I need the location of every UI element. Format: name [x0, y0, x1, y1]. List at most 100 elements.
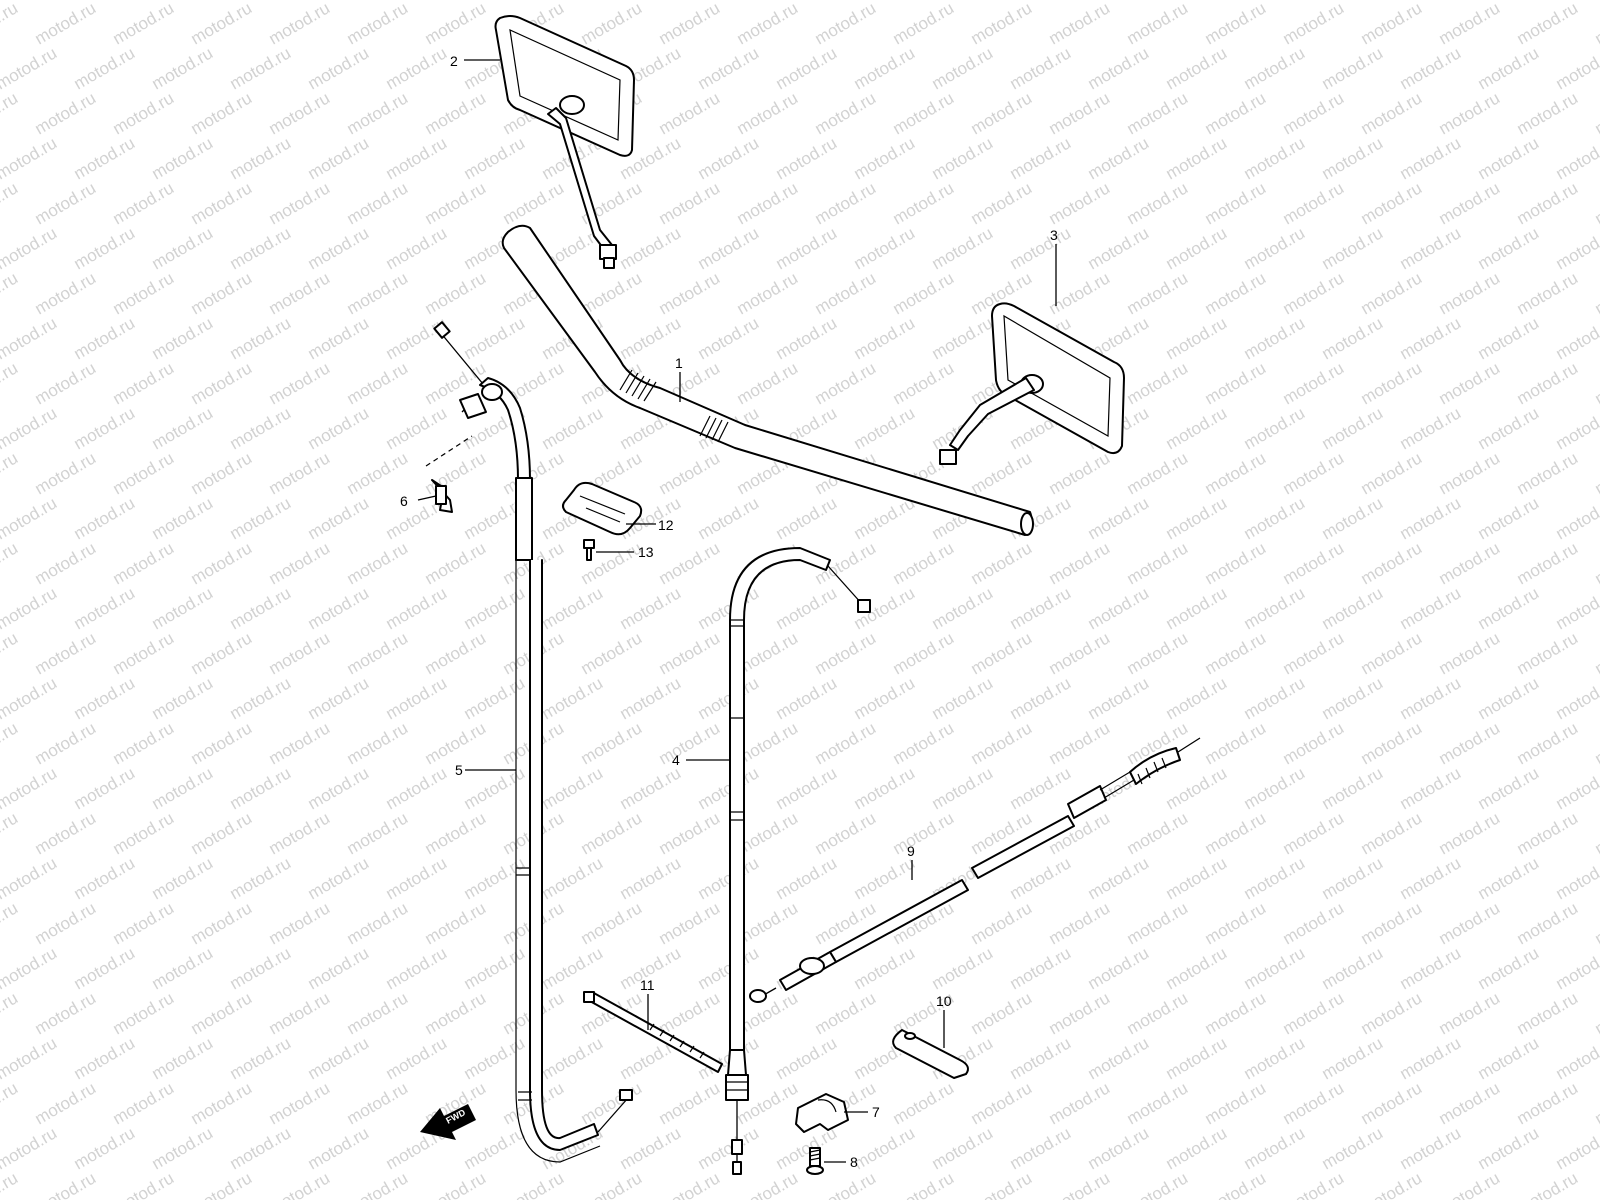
- watermark-text: motod.ru: [1280, 808, 1348, 858]
- watermark-text: motod.ru: [1358, 988, 1426, 1038]
- watermark-text: motod.ru: [1514, 808, 1582, 858]
- watermark-text: motod.ru: [1163, 1033, 1231, 1083]
- watermark-text: motod.ru: [1358, 448, 1426, 498]
- watermark-text: motod.ru: [1592, 538, 1600, 588]
- watermark-text: motod.ru: [1124, 178, 1192, 228]
- callout-4: 4: [672, 752, 680, 768]
- mirror-left: [494, 15, 635, 269]
- watermark-text: motod.ru: [695, 943, 763, 993]
- watermark-text: motod.ru: [695, 223, 763, 273]
- watermark-text: motod.ru: [1592, 448, 1600, 498]
- watermark-text: motod.ru: [0, 1078, 21, 1128]
- watermark-text: motod.ru: [1241, 223, 1309, 273]
- watermark-text: motod.ru: [617, 673, 685, 723]
- watermark-text: motod.ru: [227, 583, 295, 633]
- watermark-text: motod.ru: [617, 313, 685, 363]
- watermark-text: motod.ru: [539, 763, 607, 813]
- watermark-text: motod.ru: [344, 538, 412, 588]
- watermark-text: motod.ru: [1046, 988, 1114, 1038]
- watermark-text: motod.ru: [344, 358, 412, 408]
- watermark-text: motod.ru: [578, 0, 646, 48]
- callout-8: 8: [850, 1154, 858, 1170]
- watermark-text: motod.ru: [188, 718, 256, 768]
- watermark-text: motod.ru: [929, 1123, 997, 1173]
- watermark-text: motod.ru: [188, 178, 256, 228]
- watermark-text: motod.ru: [1475, 403, 1543, 453]
- watermark-text: motod.ru: [1202, 718, 1270, 768]
- watermark-text: motod.ru: [1085, 133, 1153, 183]
- watermark-text: motod.ru: [1553, 223, 1600, 273]
- watermark-text: motod.ru: [734, 88, 802, 138]
- watermark-text: motod.ru: [1553, 493, 1600, 543]
- watermark-text: motod.ru: [1085, 943, 1153, 993]
- watermark-text: motod.ru: [1007, 223, 1075, 273]
- callout-11: 11: [640, 977, 655, 993]
- watermark-text: motod.ru: [734, 178, 802, 228]
- watermark-text: motod.ru: [1202, 88, 1270, 138]
- watermark-text: motod.ru: [1358, 538, 1426, 588]
- watermark-text: motod.ru: [1280, 628, 1348, 678]
- watermark-text: motod.ru: [929, 223, 997, 273]
- watermark-text: motod.ru: [0, 403, 60, 453]
- watermark-text: motod.ru: [1358, 88, 1426, 138]
- watermark-text: motod.ru: [1241, 403, 1309, 453]
- watermark-text: motod.ru: [890, 268, 958, 318]
- watermark-text: motod.ru: [656, 898, 724, 948]
- watermark-text: motod.ru: [1397, 493, 1465, 543]
- watermark-text: motod.ru: [266, 448, 334, 498]
- watermark-text: motod.ru: [1046, 178, 1114, 228]
- watermark-text: motod.ru: [1553, 1123, 1600, 1173]
- watermark-text: motod.ru: [0, 0, 21, 48]
- clamp-7: [795, 1093, 849, 1133]
- watermark-text: motod.ru: [929, 133, 997, 183]
- watermark-text: motod.ru: [383, 43, 451, 93]
- watermark-text: motod.ru: [1592, 628, 1600, 678]
- watermark-text: motod.ru: [1592, 268, 1600, 318]
- watermark-text: motod.ru: [110, 718, 178, 768]
- watermark-text: motod.ru: [1592, 988, 1600, 1038]
- watermark-text: motod.ru: [383, 1033, 451, 1083]
- watermark-text: motod.ru: [1397, 1033, 1465, 1083]
- watermark-text: motod.ru: [1241, 1123, 1309, 1173]
- watermark-text: motod.ru: [344, 628, 412, 678]
- watermark-text: motod.ru: [32, 628, 100, 678]
- watermark-text: motod.ru: [1436, 898, 1504, 948]
- watermark-text: motod.ru: [929, 43, 997, 93]
- callout-10: 10: [936, 993, 952, 1009]
- watermark-text: motod.ru: [1163, 403, 1231, 453]
- watermark-text: motod.ru: [1358, 1078, 1426, 1128]
- watermark-text: motod.ru: [656, 808, 724, 858]
- watermark-text: motod.ru: [266, 718, 334, 768]
- watermark-text: motod.ru: [1436, 358, 1504, 408]
- watermark-text: motod.ru: [695, 763, 763, 813]
- watermark-text: motod.ru: [0, 88, 21, 138]
- watermark-text: motod.ru: [110, 538, 178, 588]
- watermark-text: motod.ru: [461, 943, 529, 993]
- watermark-text: motod.ru: [1397, 403, 1465, 453]
- watermark-text: motod.ru: [1436, 718, 1504, 768]
- watermark-text: motod.ru: [929, 763, 997, 813]
- watermark-text: motod.ru: [1553, 583, 1600, 633]
- watermark-text: motod.ru: [266, 88, 334, 138]
- watermark-text: motod.ru: [266, 1168, 334, 1200]
- watermark-text: motod.ru: [1085, 1123, 1153, 1173]
- watermark-text: motod.ru: [1241, 763, 1309, 813]
- watermark-text: motod.ru: [1514, 538, 1582, 588]
- watermark-text: motod.ru: [1358, 718, 1426, 768]
- watermark-text: motod.ru: [227, 313, 295, 363]
- watermark-text: motod.ru: [110, 808, 178, 858]
- watermark-text: motod.ru: [1085, 583, 1153, 633]
- watermark-text: motod.ru: [539, 403, 607, 453]
- watermark-text: motod.ru: [1163, 313, 1231, 363]
- watermark-text: motod.ru: [305, 133, 373, 183]
- watermark-text: motod.ru: [32, 178, 100, 228]
- watermark-text: motod.ru: [1163, 133, 1231, 183]
- watermark-text: motod.ru: [32, 988, 100, 1038]
- watermark-text: motod.ru: [71, 673, 139, 723]
- callout-5: 5: [455, 762, 463, 778]
- watermark-text: motod.ru: [1514, 88, 1582, 138]
- watermark-text: motod.ru: [695, 583, 763, 633]
- watermark-text: motod.ru: [656, 628, 724, 678]
- watermark-text: motod.ru: [0, 448, 21, 498]
- watermark-text: motod.ru: [1475, 583, 1543, 633]
